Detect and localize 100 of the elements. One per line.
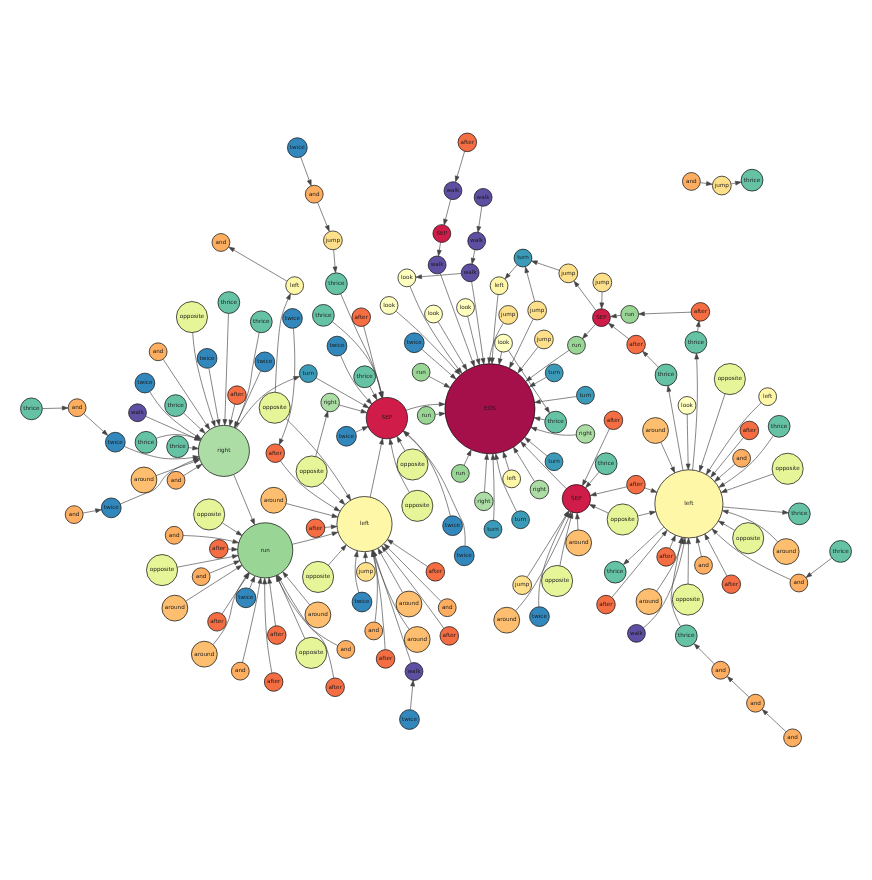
arrow bbox=[582, 428, 610, 486]
arrow bbox=[805, 557, 833, 578]
arrow bbox=[278, 328, 296, 445]
arrow bbox=[718, 520, 736, 531]
arrow bbox=[575, 512, 580, 531]
arrow bbox=[222, 522, 243, 536]
arrow bbox=[585, 471, 600, 489]
arrow bbox=[761, 709, 787, 732]
arrow bbox=[731, 180, 742, 186]
arrow bbox=[666, 385, 684, 471]
arrow bbox=[508, 350, 550, 414]
arrow bbox=[470, 249, 476, 265]
arrow bbox=[637, 510, 656, 517]
arrow bbox=[227, 546, 238, 552]
arrow bbox=[695, 320, 701, 332]
arrow bbox=[529, 376, 547, 388]
arrow bbox=[644, 487, 658, 493]
arrow bbox=[454, 150, 465, 183]
arrow bbox=[610, 313, 622, 319]
arrow bbox=[410, 680, 415, 710]
arrow bbox=[467, 316, 481, 366]
arrow bbox=[494, 453, 517, 512]
arrow bbox=[222, 313, 229, 426]
arrow bbox=[669, 535, 676, 549]
arrow bbox=[623, 526, 665, 565]
arrow bbox=[530, 427, 577, 436]
arrow bbox=[611, 530, 668, 598]
arrow bbox=[409, 286, 463, 374]
arrow bbox=[421, 349, 457, 380]
arrow bbox=[332, 249, 338, 273]
arrow bbox=[513, 446, 535, 482]
arrow bbox=[300, 156, 312, 187]
arrow bbox=[590, 486, 628, 497]
arrow bbox=[524, 437, 548, 457]
arrow bbox=[463, 449, 472, 466]
arrow bbox=[209, 560, 241, 574]
arrow bbox=[322, 482, 346, 505]
arrow bbox=[183, 412, 206, 434]
arrow bbox=[476, 205, 483, 233]
arrow bbox=[439, 273, 475, 367]
arrow bbox=[328, 544, 347, 566]
arrow bbox=[533, 416, 546, 422]
arrow bbox=[443, 199, 452, 226]
arrow bbox=[315, 411, 329, 457]
arrow bbox=[699, 393, 726, 472]
arrow bbox=[282, 571, 310, 606]
arrow bbox=[387, 539, 429, 568]
arrow bbox=[502, 451, 510, 471]
arrow bbox=[162, 358, 210, 430]
arrow bbox=[182, 535, 239, 544]
arrow bbox=[582, 324, 596, 339]
arrow bbox=[280, 460, 341, 512]
arrow bbox=[711, 528, 791, 580]
arrow bbox=[315, 377, 370, 409]
arrow bbox=[720, 473, 774, 493]
arrow bbox=[354, 550, 360, 593]
arrow bbox=[415, 273, 462, 279]
arrow bbox=[525, 350, 570, 382]
arrow bbox=[509, 318, 534, 369]
arrow bbox=[435, 411, 446, 417]
arrow bbox=[693, 643, 715, 665]
arrow bbox=[498, 351, 503, 365]
arrow bbox=[437, 242, 442, 257]
arrow bbox=[685, 414, 691, 470]
arrow bbox=[490, 294, 499, 364]
arrow bbox=[395, 311, 461, 375]
arrow bbox=[718, 435, 774, 488]
arrow bbox=[704, 533, 728, 577]
arrow bbox=[695, 536, 702, 557]
arrow bbox=[599, 291, 605, 309]
arrow bbox=[42, 405, 69, 411]
arrow bbox=[490, 453, 496, 521]
arrow bbox=[396, 436, 406, 452]
arrow bbox=[520, 441, 567, 489]
arrow bbox=[608, 322, 630, 340]
arrow bbox=[262, 577, 273, 674]
arrow bbox=[324, 524, 338, 530]
arrow bbox=[638, 311, 692, 317]
arrow bbox=[573, 280, 597, 311]
arrow bbox=[517, 346, 539, 374]
arrow bbox=[369, 438, 384, 498]
arrow bbox=[383, 543, 442, 602]
arrow bbox=[124, 446, 200, 460]
arrow bbox=[388, 438, 410, 493]
arrow bbox=[437, 321, 468, 371]
arrow bbox=[428, 376, 451, 388]
arrow bbox=[233, 474, 255, 525]
arrow bbox=[355, 426, 369, 433]
arrow bbox=[700, 181, 713, 186]
arrow bbox=[504, 264, 518, 280]
arrow bbox=[487, 323, 504, 364]
arrow bbox=[83, 413, 108, 436]
arrow bbox=[228, 403, 236, 427]
arrow bbox=[369, 386, 378, 400]
arrow bbox=[82, 508, 102, 514]
arrow bbox=[722, 509, 779, 543]
arrow bbox=[692, 353, 699, 471]
arrow bbox=[291, 531, 339, 545]
arrow bbox=[714, 463, 736, 482]
arrow bbox=[340, 355, 373, 405]
